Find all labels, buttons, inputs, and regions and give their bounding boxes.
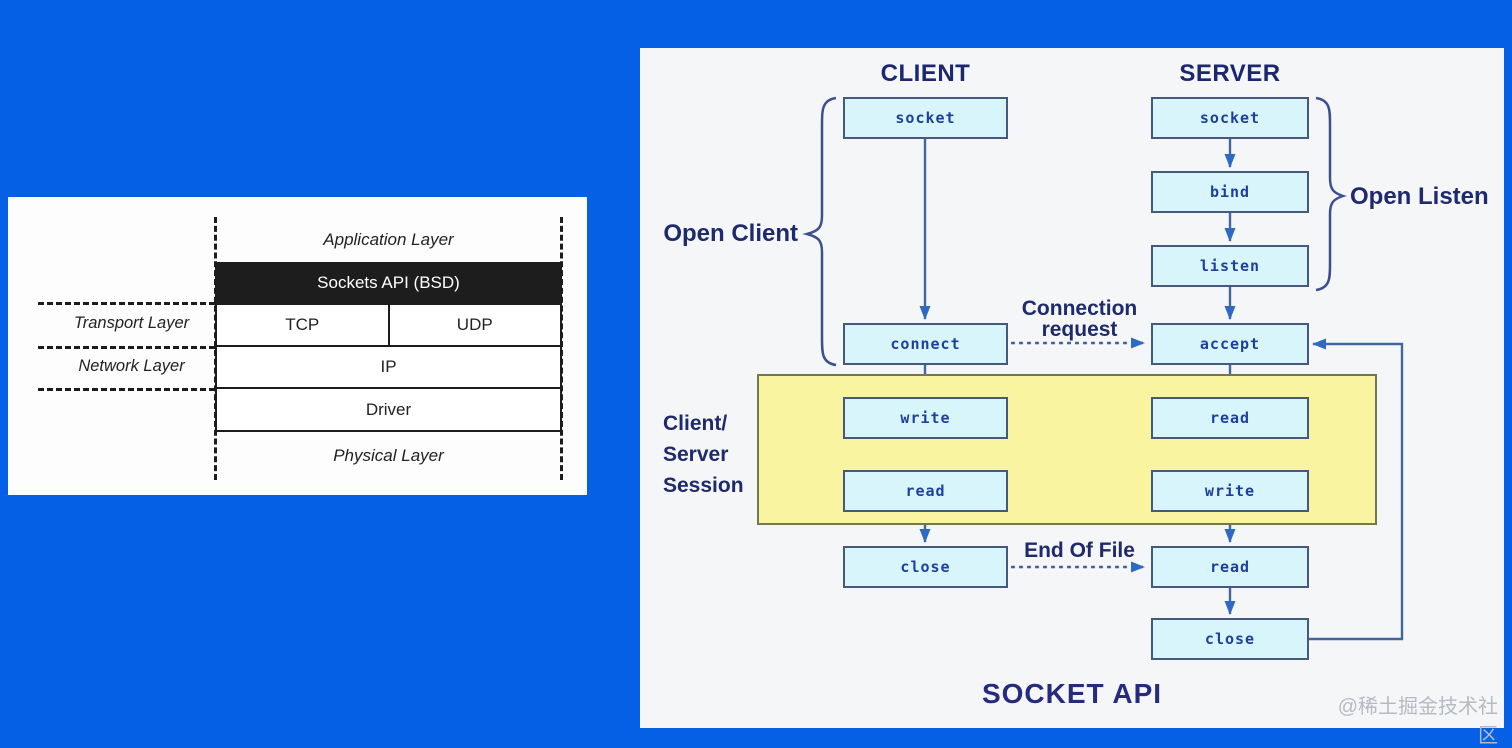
end-of-file-label: End Of File bbox=[1024, 539, 1135, 562]
client-close-box: close bbox=[843, 546, 1008, 588]
server-listen-box: listen bbox=[1151, 245, 1309, 287]
client-read-box: read bbox=[843, 470, 1008, 512]
network-layer-label: Network Layer bbox=[78, 357, 185, 375]
client-socket-box: socket bbox=[843, 97, 1008, 139]
socket-api-diagram: CLIENT SERVER socket connect write read … bbox=[640, 48, 1504, 747]
connection-request-line1: Connection bbox=[1021, 297, 1138, 320]
dashed-divider-3 bbox=[38, 388, 215, 391]
client-connect-box: connect bbox=[843, 323, 1008, 365]
open-client-brace bbox=[802, 96, 837, 367]
connection-request-line2: request bbox=[1041, 318, 1118, 341]
open-client-label: Open Client bbox=[663, 220, 798, 247]
dashed-divider-2 bbox=[38, 346, 215, 349]
server-read-box: read bbox=[1151, 397, 1309, 439]
network-stack-diagram: Application Layer Sockets API (BSD) TCP … bbox=[8, 197, 587, 495]
open-listen-label: Open Listen bbox=[1350, 183, 1489, 210]
server-read2-box: read bbox=[1151, 546, 1309, 588]
ip-row: IP bbox=[215, 347, 562, 389]
physical-layer-label: Physical Layer bbox=[333, 446, 444, 465]
application-layer-label: Application Layer bbox=[323, 229, 454, 249]
open-listen-brace bbox=[1315, 96, 1347, 292]
client-server-session-label: Client/ Server Session bbox=[663, 408, 744, 501]
loop-server-close-to-accept bbox=[1309, 338, 1404, 641]
connection-request-label: Connection request bbox=[1008, 298, 1151, 340]
server-write-box: write bbox=[1151, 470, 1309, 512]
server-bind-box: bind bbox=[1151, 171, 1309, 213]
udp-cell: UDP bbox=[387, 305, 561, 345]
socket-api-title: SOCKET API bbox=[981, 678, 1163, 709]
dashed-divider-1 bbox=[38, 302, 215, 305]
client-write-box: write bbox=[843, 397, 1008, 439]
session-line2: Server bbox=[663, 443, 729, 466]
watermark: @稀土掘金技术社区 bbox=[1337, 696, 1498, 747]
transport-row: TCP UDP bbox=[215, 303, 562, 347]
driver-row: Driver bbox=[215, 389, 562, 432]
server-socket-box: socket bbox=[1151, 97, 1309, 139]
sockets-api-bar: Sockets API (BSD) bbox=[215, 262, 562, 303]
server-accept-box: accept bbox=[1151, 323, 1309, 365]
session-line1: Client/ bbox=[663, 412, 728, 435]
transport-layer-label: Transport Layer bbox=[73, 314, 190, 332]
session-line3: Session bbox=[663, 474, 744, 497]
tcp-cell: TCP bbox=[285, 315, 320, 334]
client-header: CLIENT bbox=[880, 60, 971, 87]
server-header: SERVER bbox=[1179, 60, 1281, 87]
server-close-box: close bbox=[1151, 618, 1309, 660]
